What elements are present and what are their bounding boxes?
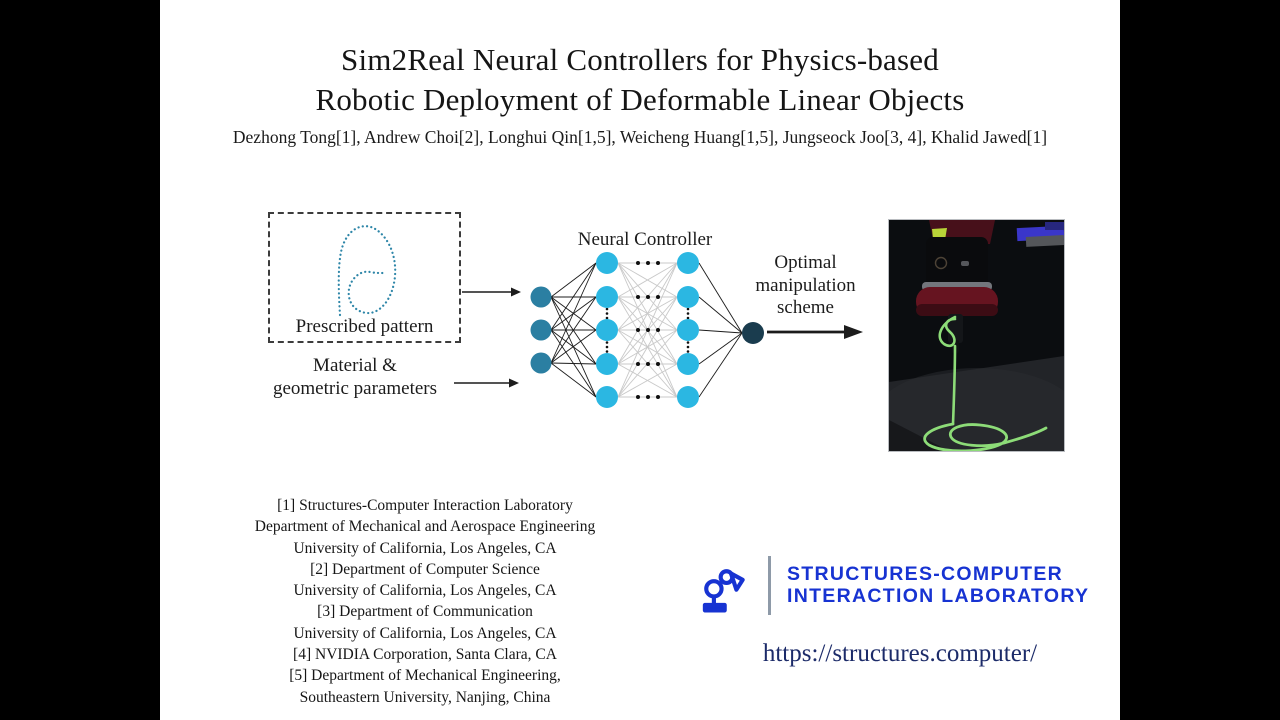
lab-website-url: https://structures.computer/	[762, 640, 1038, 667]
nn-hidden-node	[677, 353, 699, 375]
affiliation-line: [1] Structures-Computer Interaction Labo…	[277, 497, 573, 514]
material-label-line2: geometric parameters	[272, 378, 438, 399]
nn-input-node	[530, 319, 552, 341]
robot-head-cylinder	[926, 237, 988, 287]
nn-hidden-node	[596, 252, 618, 274]
affiliation-line: Southeastern University, Nanjing, China	[299, 688, 551, 706]
affiliation-line: [4] NVIDIA Corporation, Santa Clara, CA	[293, 646, 557, 664]
affiliations-block: [1] Structures-Computer Interaction Labo…	[220, 495, 630, 708]
robot-head-emblem	[934, 256, 948, 270]
letterbox-right	[1120, 0, 1280, 720]
affiliation-line: University of California, Los Angeles, C…	[293, 582, 557, 600]
nn-hidden-node	[596, 353, 618, 375]
logo-joint-large	[704, 579, 724, 599]
neural-controller-label: Neural Controller	[577, 229, 713, 250]
rope-hanging	[951, 344, 957, 426]
nn-hidden-node	[596, 286, 618, 308]
optimal-label-line3: scheme	[777, 297, 834, 318]
affiliation-line: Department of Mechanical and Aerospace E…	[254, 518, 596, 536]
logo-gripper	[728, 571, 745, 592]
nn-hidden-node	[596, 386, 618, 408]
robot-deployment-photo	[888, 219, 1065, 452]
affiliation-line: University of California, Los Angeles, C…	[293, 624, 557, 642]
robot-head-button	[961, 261, 969, 266]
title-slide: Sim2Real Neural Controllers for Physics-…	[160, 0, 1120, 720]
affiliation-line: University of California, Los Angeles, C…	[293, 539, 557, 557]
prescribed-pattern-box: Prescribed pattern	[268, 212, 461, 343]
background-gray-object	[1025, 234, 1064, 247]
dotted-rope-pattern	[337, 225, 397, 317]
nn-hidden-node	[677, 386, 699, 408]
lab-name-line1: STRUCTURES-COMPUTER	[787, 563, 1064, 585]
optimal-label-line1: Optimal	[774, 252, 837, 273]
nn-input-node	[530, 352, 552, 374]
lab-name-line2: INTERACTION LABORATORY	[787, 585, 1090, 607]
nn-hidden-node	[677, 252, 699, 274]
nn-hidden-node	[677, 286, 699, 308]
page-title-line2: Robotic Deployment of Deformable Linear …	[315, 82, 965, 117]
nn-hidden-node	[596, 319, 618, 341]
material-parameters-label: Material & geometric parameters	[235, 354, 475, 400]
affiliation-line: [3] Department of Communication	[317, 603, 533, 621]
nn-input-node	[530, 286, 552, 308]
prescribed-pattern-label: Prescribed pattern	[295, 316, 434, 337]
robot-arm-logo-icon	[702, 569, 745, 613]
lab-name: STRUCTURES-COMPUTER INTERACTION LABORATO…	[787, 563, 1117, 607]
rope-floor-coil	[923, 422, 1048, 451]
rope-tangle	[938, 315, 957, 348]
background-blue-object	[1045, 222, 1064, 230]
logo-divider	[768, 556, 771, 615]
optimal-label-line2: manipulation	[755, 274, 856, 296]
robot-wrist-shadow	[916, 304, 998, 316]
page-title-line1: Sim2Real Neural Controllers for Physics-…	[341, 42, 939, 77]
affiliation-line: [2] Department of Computer Science	[310, 560, 540, 578]
authors-line: Dezhong Tong[1], Andrew Choi[2], Longhui…	[232, 127, 1048, 147]
affiliation-line: [5] Department of Mechanical Engineering…	[289, 667, 561, 685]
floor-shadow-corner	[889, 420, 949, 451]
nn-hidden-node	[677, 319, 699, 341]
nn-output-node	[742, 322, 764, 344]
optimal-scheme-label: Optimal manipulation scheme	[743, 252, 868, 320]
letterbox-left	[0, 0, 160, 720]
robot-photo-scene	[889, 220, 1064, 451]
material-label-line1: Material &	[313, 355, 397, 376]
